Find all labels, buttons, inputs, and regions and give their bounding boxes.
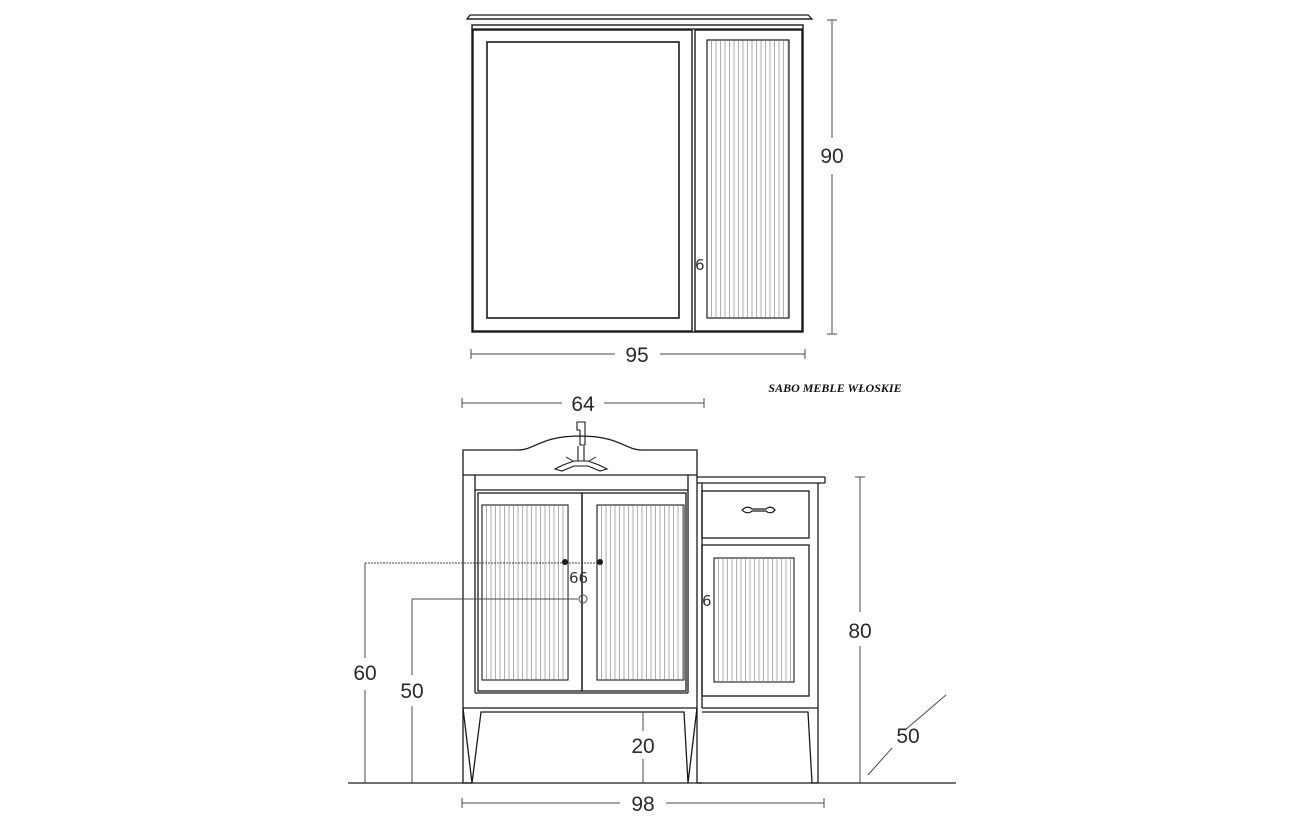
drawer-handle-icon bbox=[741, 506, 776, 514]
handle-height-label: 60 bbox=[353, 662, 376, 685]
basin-width-dimension: 64 bbox=[461, 393, 705, 416]
brand-label: SABO MEBLE WŁOSKIE bbox=[768, 381, 901, 395]
main-carcass: 66 bbox=[462, 475, 698, 784]
height-dimension: 90 bbox=[820, 19, 844, 335]
side-cabinet: 6 bbox=[697, 476, 826, 784]
side-door-grooves bbox=[718, 559, 791, 681]
side-door-grooves bbox=[711, 41, 789, 317]
right-door-grooves bbox=[601, 506, 683, 679]
mirror-cabinet: 6 90 95 bbox=[465, 14, 844, 367]
height-label: 90 bbox=[820, 145, 843, 168]
handle-height-dimension: 60 bbox=[353, 559, 603, 783]
faucet-icon bbox=[553, 421, 609, 472]
side-door-handle: 6 bbox=[695, 256, 705, 274]
left-door-grooves bbox=[486, 506, 568, 679]
total-height-dimension: 80 bbox=[848, 476, 872, 783]
leg-height-dimension: 20 bbox=[631, 712, 655, 783]
total-width-dimension: 98 bbox=[461, 793, 825, 816]
width-label: 95 bbox=[625, 344, 648, 367]
depth-label: 50 bbox=[896, 725, 919, 748]
drain-height-label: 50 bbox=[400, 680, 423, 703]
leg-height-label: 20 bbox=[631, 735, 654, 758]
total-width-label: 98 bbox=[631, 793, 654, 816]
drain-height-dimension: 50 bbox=[400, 594, 588, 783]
width-dimension: 95 bbox=[470, 344, 806, 367]
vanity-cabinet: 64 bbox=[348, 393, 956, 816]
basin-width-label: 64 bbox=[571, 393, 595, 416]
door-handles: 66 bbox=[569, 569, 588, 587]
total-height-label: 80 bbox=[848, 620, 871, 643]
side-door-handle: 6 bbox=[702, 592, 712, 610]
depth-dimension: 50 bbox=[867, 694, 947, 776]
